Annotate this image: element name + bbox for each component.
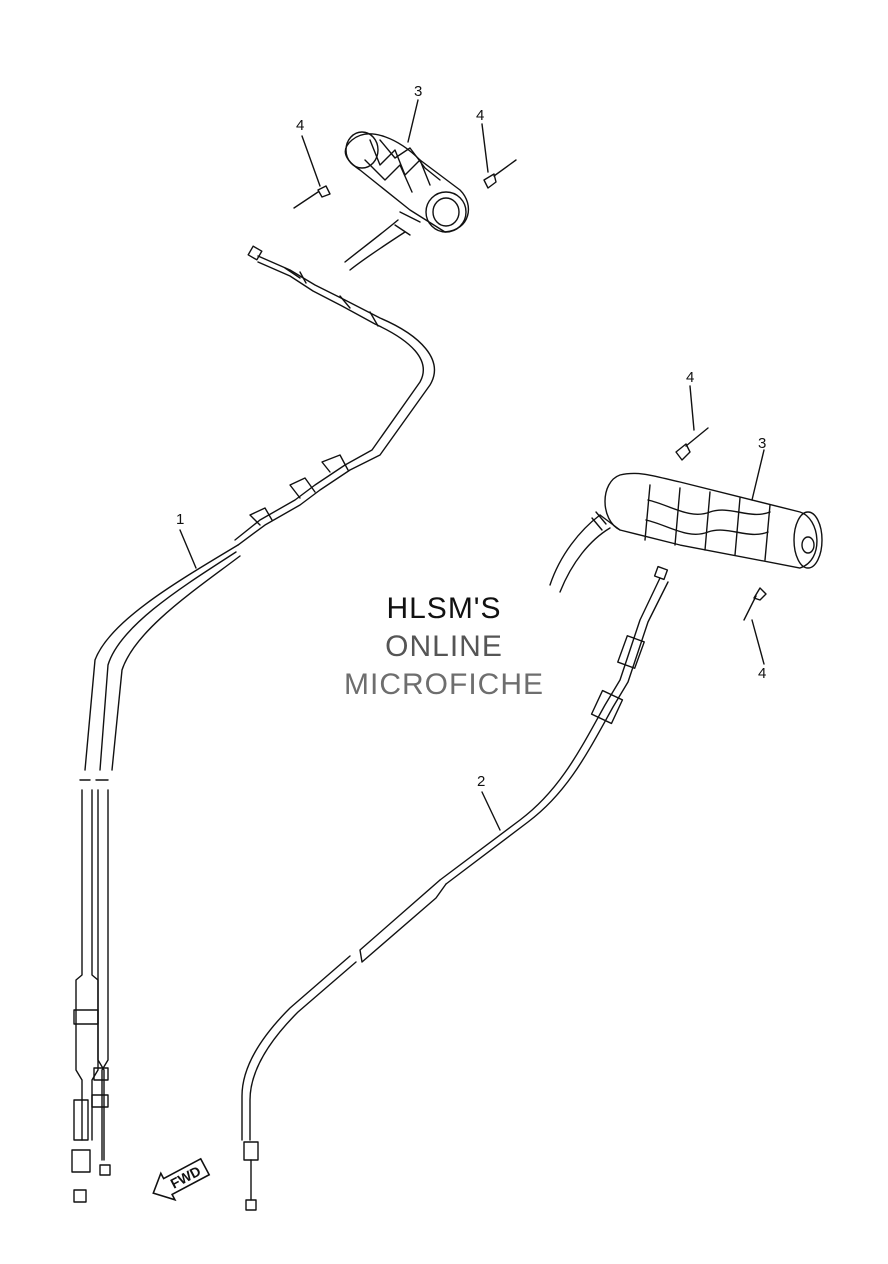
screw-lower-top — [675, 385, 709, 461]
callout-4-lower-top: 4 — [686, 369, 694, 386]
callout-3-upper: 3 — [414, 83, 422, 100]
lower-grip — [549, 472, 823, 593]
watermark-line-3: MICROFICHE — [344, 668, 544, 701]
screw-upper-left — [293, 135, 331, 209]
leader-3b — [751, 449, 765, 501]
leader-3a — [407, 99, 419, 143]
callout-2: 2 — [477, 773, 485, 790]
callout-4-upper-left: 4 — [296, 117, 304, 134]
screw-lower-bottom — [743, 587, 767, 665]
callout-4-lower-bottom: 4 — [758, 665, 766, 682]
cable-1 — [71, 245, 436, 1203]
leader-1 — [179, 529, 197, 569]
callout-3-lower: 3 — [758, 435, 766, 452]
watermark-line-2: ONLINE — [385, 630, 503, 663]
callout-1: 1 — [176, 511, 184, 528]
callout-4-upper-right: 4 — [476, 107, 484, 124]
cable-2 — [241, 565, 669, 1211]
upper-grip — [344, 131, 470, 271]
watermark-line-1: HLSM'S — [386, 592, 502, 625]
fwd-arrow: FWD — [152, 1157, 211, 1202]
leader-2 — [481, 791, 501, 831]
screw-upper-right — [481, 123, 517, 189]
